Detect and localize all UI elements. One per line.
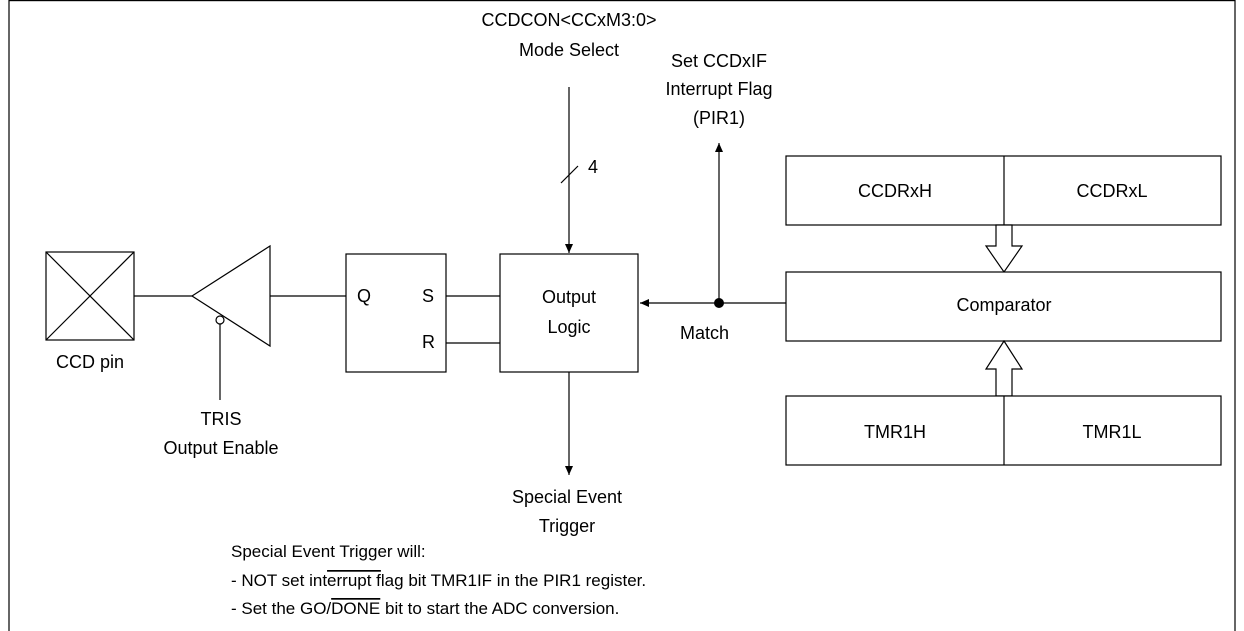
bus-width-slash bbox=[560, 165, 579, 184]
ccdr-register bbox=[785, 155, 1222, 226]
latch-s-label: S bbox=[422, 286, 434, 306]
ccd-pin-symbol bbox=[45, 251, 135, 341]
flag-label-line3: (PIR1) bbox=[693, 108, 745, 128]
ccdcon-label-line2: Mode Select bbox=[519, 40, 619, 60]
latch-r-label: R bbox=[422, 332, 435, 352]
flag-label-line2: Interrupt Flag bbox=[665, 79, 772, 99]
comparator-block bbox=[785, 271, 1222, 342]
output-logic-block bbox=[499, 253, 639, 373]
tmr1-to-comparator-arrow bbox=[984, 339, 1024, 397]
trigger-label-line1: Special Event bbox=[512, 487, 622, 507]
ccdrxl-label: CCDRxL bbox=[1076, 181, 1147, 201]
note-line-2: - Set the GO/DONE bit to start the ADC c… bbox=[231, 599, 619, 618]
tmr1h-label: TMR1H bbox=[864, 422, 926, 442]
latch-q-label: Q bbox=[357, 286, 371, 306]
output-logic-label-line2: Logic bbox=[547, 317, 590, 337]
ccdr-to-comparator-arrow bbox=[984, 224, 1024, 274]
sr-latch bbox=[345, 253, 447, 373]
tmr1l-label: TMR1L bbox=[1082, 422, 1141, 442]
note-heading: Special Event Trigger will: bbox=[231, 542, 426, 561]
flag-label-line1: Set CCDxIF bbox=[671, 51, 767, 71]
comparator-label: Comparator bbox=[956, 295, 1051, 315]
tmr1-register bbox=[785, 395, 1222, 466]
bus-width-label: 4 bbox=[588, 157, 598, 177]
trigger-label-line2: Trigger bbox=[539, 516, 595, 536]
tristate-buffer bbox=[190, 244, 271, 400]
match-label: Match bbox=[680, 323, 729, 343]
ccd-pin-label: CCD pin bbox=[56, 352, 124, 372]
ccdrxh-label: CCDRxH bbox=[858, 181, 932, 201]
output-logic-label-line1: Output bbox=[542, 287, 596, 307]
ccdcon-label-line1: CCDCON<CCxM3:0> bbox=[481, 10, 656, 30]
tris-label-line2: Output Enable bbox=[163, 438, 278, 458]
note-line-1: - NOT set interrupt flag bit TMR1IF in t… bbox=[231, 571, 646, 590]
figure-frame bbox=[8, 0, 1236, 631]
tris-label-line1: TRIS bbox=[200, 409, 241, 429]
